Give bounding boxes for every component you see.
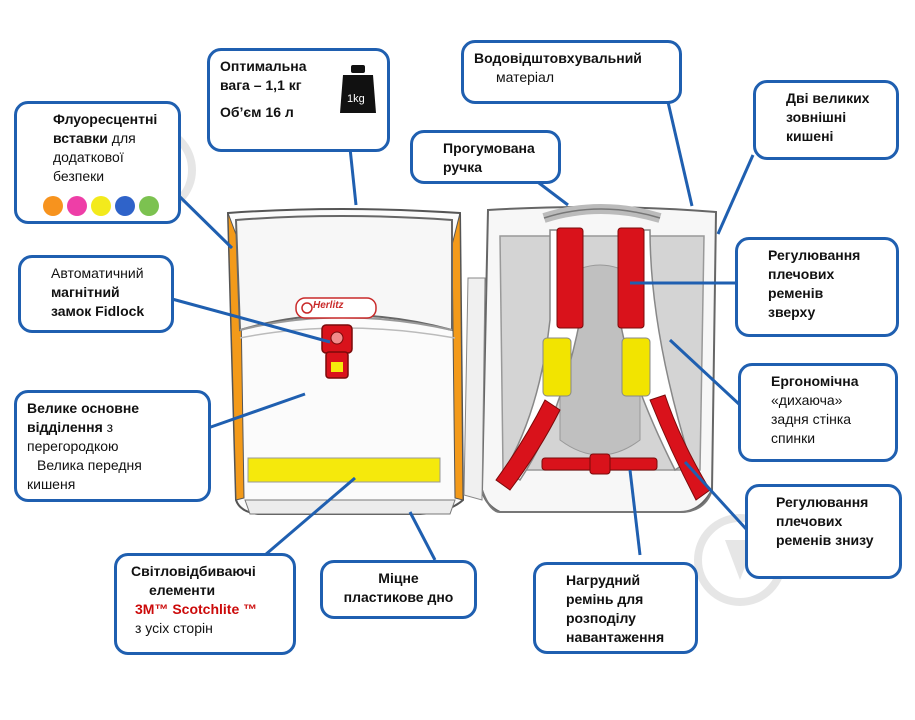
chest-strap-callout: Нагрудний ремінь для розподілу навантаже… [533, 562, 698, 654]
fluorescent-callout: Флуоресцентні вставки для додаткової без… [14, 101, 181, 224]
fluorescent-line-2: вставки [53, 129, 108, 146]
main-line-3: перегородкою [27, 437, 119, 454]
main-compartment-callout: Велике основне відділення з перегородкою… [14, 390, 211, 502]
handle-callout: Прогумована ручка [410, 130, 561, 184]
color-dot [115, 196, 135, 216]
back-callout: Ергономічна «дихаюча» задня стінка спинк… [738, 363, 898, 462]
bottom-callout: Міцне пластикове дно [320, 560, 477, 619]
fluorescent-line-1: Флуоресцентні [53, 111, 158, 127]
color-dot [91, 196, 111, 216]
strap-bottom-line-2: плечових [776, 512, 843, 529]
chest-line-2: ремінь для [566, 590, 644, 607]
volume-line: Об’єм 16 л [220, 103, 294, 120]
brand-label: Herlitz [313, 300, 344, 311]
back-line-4: спинки [771, 429, 816, 446]
handle-line-2: ручка [443, 158, 483, 175]
weight-icon-label: 1kg [347, 93, 365, 105]
reflective-callout: Світловідбиваючі елементи 3M™ Scotchlite… [114, 553, 296, 655]
main-line-2: відділення [27, 418, 103, 435]
color-dot [67, 196, 87, 216]
pockets-line-3: кишені [786, 127, 834, 144]
handle-line-1: Прогумована [443, 140, 535, 156]
strap-bottom-line-1: Регулювання [776, 494, 869, 510]
strap-top-callout: Регулювання плечових ременів зверху [735, 237, 899, 337]
back-line-1: Ергономічна [771, 373, 859, 389]
pockets-line-1: Дві великих [786, 90, 870, 106]
waterproof-line-1: Водовідштовхувальний [474, 50, 642, 66]
front-backpack [226, 208, 465, 515]
main-line-2b: з [106, 418, 114, 435]
strap-top-line-4: зверху [768, 303, 816, 320]
fidlock-line-1: Автоматичний [51, 265, 144, 281]
back-line-3: задня стінка [771, 410, 852, 427]
weight-line-1: Оптимальна [220, 58, 307, 74]
back-line-2: «дихаюча» [771, 391, 843, 408]
color-dots [43, 196, 163, 221]
reflective-line-1: Світловідбиваючі [131, 563, 256, 579]
fidlock-line-2: магнітний [51, 283, 120, 300]
fidlock-line-3: замок Fidlock [51, 302, 145, 319]
weight-line-2: вага – 1,1 кг [220, 76, 302, 93]
color-dot [139, 196, 159, 216]
main-line-4: Велика передня [37, 456, 142, 473]
fidlock-callout: Автоматичний магнітний замок Fidlock [18, 255, 174, 333]
weight-icon: 1kg [338, 65, 378, 113]
strap-top-line-3: ременів [768, 284, 824, 301]
waterproof-line-2: матеріал [496, 68, 554, 85]
fluorescent-line-4: безпеки [53, 167, 105, 184]
color-dot [43, 196, 63, 216]
chest-line-4: навантаження [566, 628, 665, 645]
pockets-callout: Дві великих зовнішні кишені [753, 80, 899, 160]
weight-callout: Оптимальна вага – 1,1 кг Об’єм 16 л 1kg [207, 48, 390, 152]
bottom-line-2: пластикове дно [343, 588, 454, 605]
chest-line-3: розподілу [566, 609, 636, 626]
strap-bottom-callout: Регулювання плечових ременів знизу [745, 484, 902, 579]
fluorescent-line-3: додаткової [53, 148, 124, 165]
reflective-line-2: елементи [149, 581, 216, 598]
back-backpack [463, 204, 718, 513]
chest-line-1: Нагрудний [566, 572, 641, 588]
strap-bottom-line-3: ременів знизу [776, 531, 874, 548]
leader-lines [171, 101, 755, 561]
main-line-1: Велике основне [27, 400, 140, 416]
pockets-line-2: зовнішні [786, 108, 847, 125]
strap-top-line-1: Регулювання [768, 247, 861, 263]
waterproof-callout: Водовідштовхувальний матеріал [461, 40, 682, 104]
bottom-line-1: Міцне [378, 570, 419, 586]
main-line-5: кишеня [27, 475, 76, 492]
strap-top-line-2: плечових [768, 265, 835, 282]
fluorescent-line-2b: для [111, 129, 136, 146]
reflective-line-3: 3M™ Scotchlite ™ [135, 600, 258, 617]
reflective-line-4: з усіх сторін [135, 619, 213, 636]
